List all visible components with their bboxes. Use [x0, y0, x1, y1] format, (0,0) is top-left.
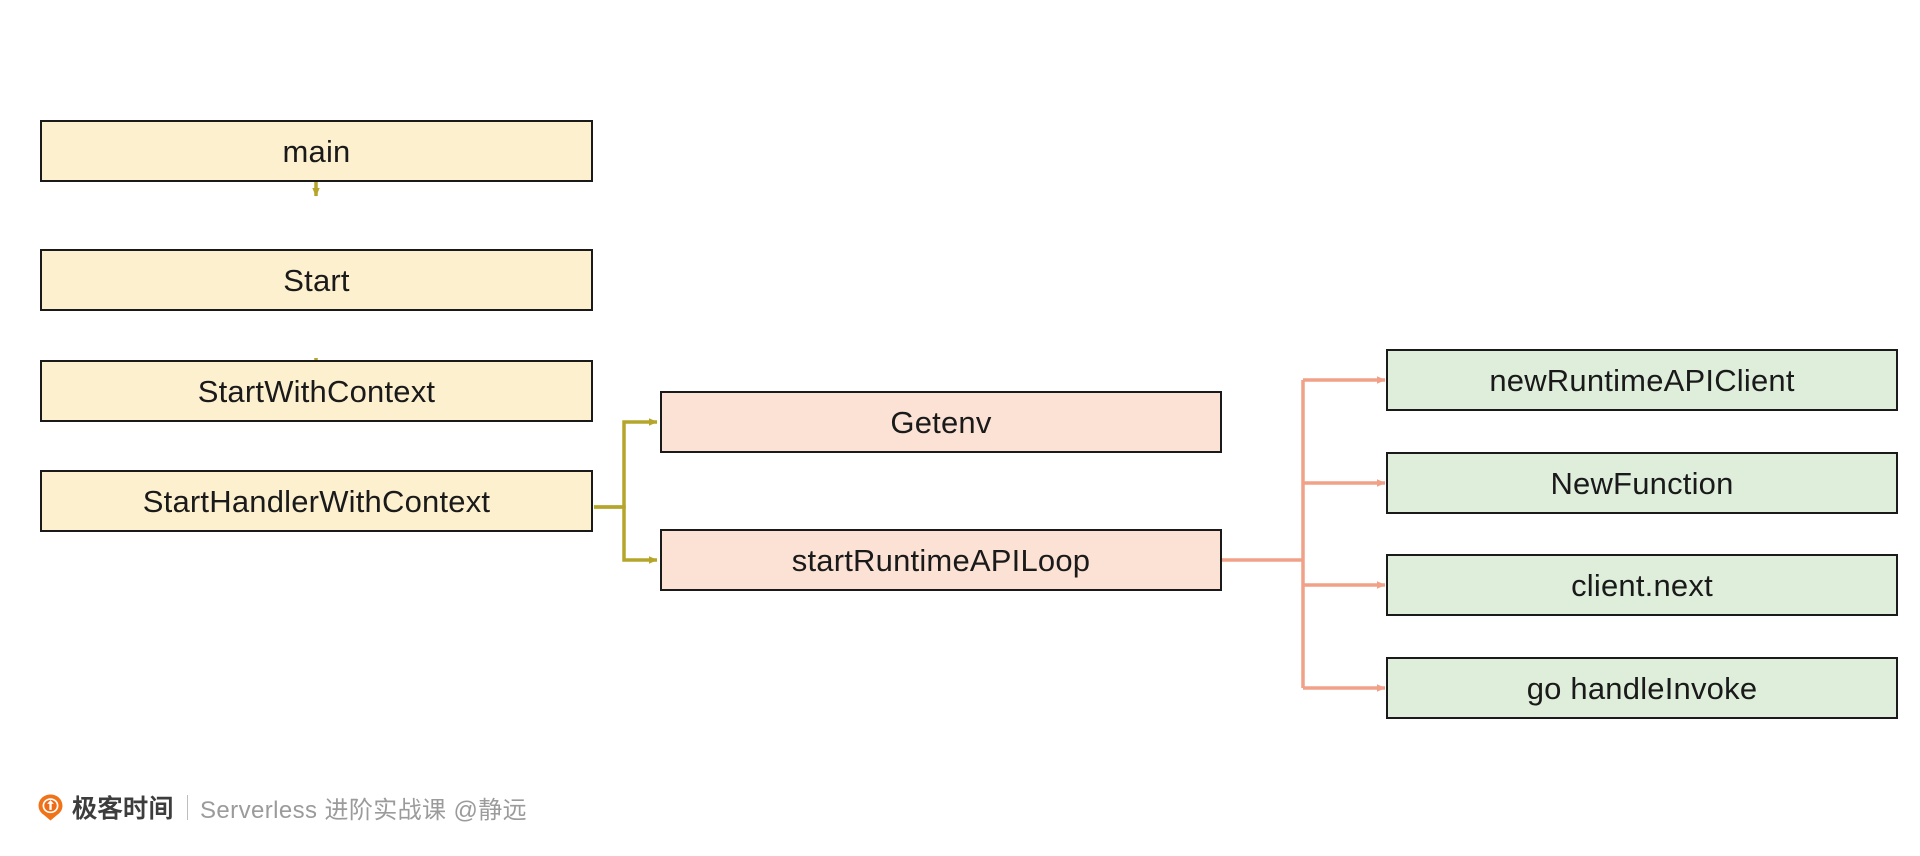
node-client-next-label: client.next [1571, 567, 1713, 603]
node-main-label: main [282, 133, 351, 169]
node-start[interactable]: Start [40, 249, 593, 311]
footer-tagline: Serverless 进阶实战课 @静远 [200, 796, 528, 824]
node-getenv[interactable]: Getenv [660, 391, 1222, 453]
edge-starthandler-to-startruntimeapiloop [594, 505, 658, 564]
node-start-runtime-api-loop-label: startRuntimeAPILoop [791, 542, 1091, 578]
node-new-runtime-api-client[interactable]: newRuntimeAPIClient [1386, 349, 1898, 411]
node-start-with-context-label: StartWithContext [197, 373, 436, 409]
node-go-handle-invoke[interactable]: go handleInvoke [1386, 657, 1898, 719]
node-start-label: Start [283, 262, 350, 298]
geekbang-logo-icon [38, 793, 63, 821]
footer-divider [187, 794, 189, 820]
footer-brand: 极客时间 [72, 795, 175, 823]
node-new-runtime-api-client-label: newRuntimeAPIClient [1489, 362, 1795, 398]
edge-starthandler-to-getenv [594, 418, 658, 509]
node-new-function[interactable]: NewFunction [1386, 452, 1898, 514]
node-new-function-label: NewFunction [1550, 465, 1734, 501]
node-start-handler-with-context-label: StartHandlerWithContext [142, 483, 491, 519]
footer-watermark: 极客时间 Serverless 进阶实战课 @静远 [36, 789, 527, 825]
node-start-handler-with-context[interactable]: StartHandlerWithContext [40, 470, 593, 532]
node-getenv-label: Getenv [890, 404, 992, 440]
node-go-handle-invoke-label: go handleInvoke [1526, 670, 1758, 706]
node-start-runtime-api-loop[interactable]: startRuntimeAPILoop [660, 529, 1222, 591]
node-client-next[interactable]: client.next [1386, 554, 1898, 616]
node-main[interactable]: main [40, 120, 593, 182]
node-start-with-context[interactable]: StartWithContext [40, 360, 593, 422]
